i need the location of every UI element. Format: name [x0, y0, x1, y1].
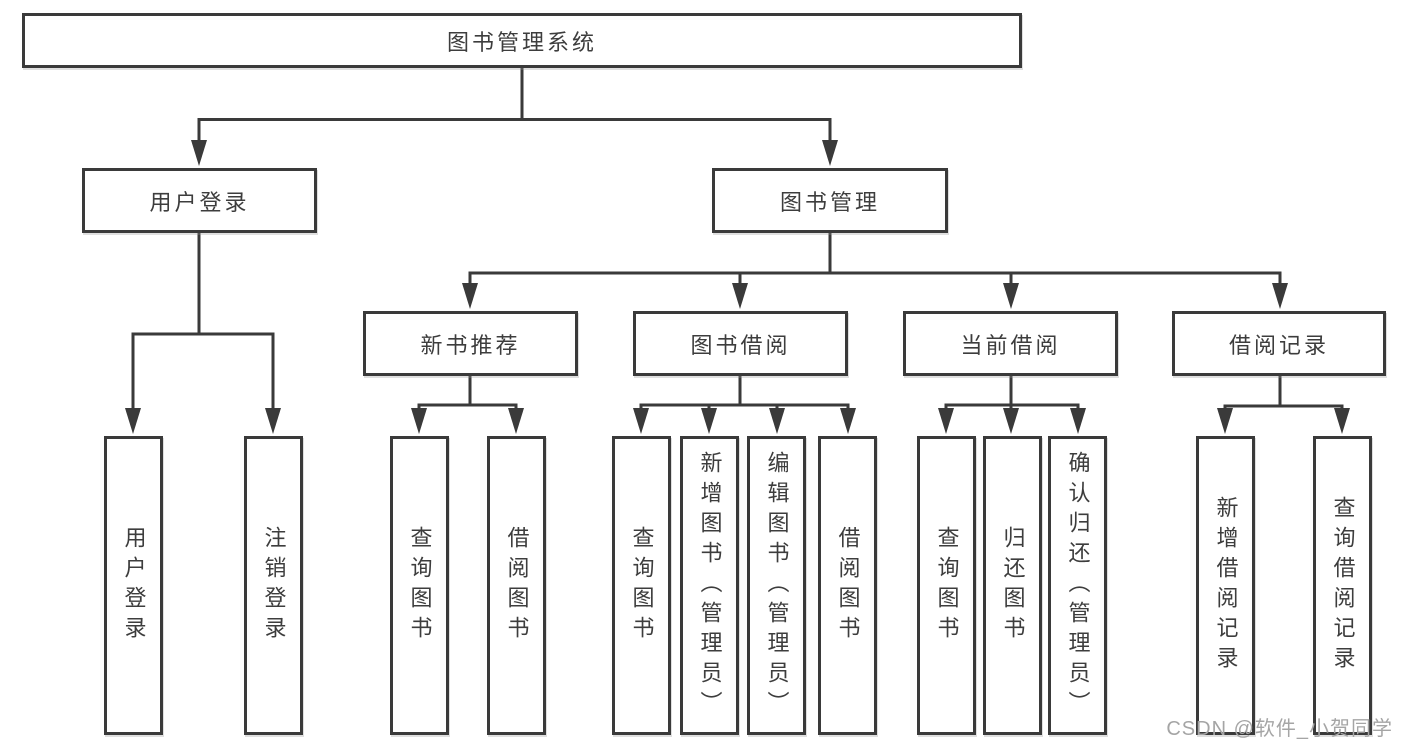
node-book-management-label: 图书管理: [779, 189, 880, 215]
csdn-watermark: CSDN @软件_小贺同学: [1166, 718, 1393, 740]
leaf-user-login: 用户登录: [104, 436, 163, 735]
leaf-current-query-books: 查询图书: [917, 436, 976, 735]
leaf-current-confirm-return-admin-label: 确认归还（管理员）: [1065, 450, 1091, 721]
leaf-current-return-books: 归还图书: [983, 436, 1042, 735]
leaf-recommend-borrow-books: 借阅图书: [487, 436, 546, 735]
leaf-borrow-add-books-admin-label: 新增图书（管理员）: [697, 450, 723, 721]
leaf-borrow-query-books-label: 查询图书: [629, 525, 655, 646]
node-book-borrow: 图书借阅: [633, 311, 848, 376]
node-book-borrow-label: 图书借阅: [690, 332, 791, 358]
node-root-label: 图书管理系统: [446, 29, 597, 55]
node-current-borrow-label: 当前借阅: [960, 332, 1061, 358]
leaf-logout-label: 注销登录: [261, 525, 287, 646]
node-user-login-label: 用户登录: [149, 189, 250, 215]
leaf-borrow-edit-books-admin: 编辑图书（管理员）: [747, 436, 806, 735]
leaf-recommend-query-books: 查询图书: [390, 436, 449, 735]
leaf-current-confirm-return-admin: 确认归还（管理员）: [1048, 436, 1107, 735]
node-borrow-records: 借阅记录: [1172, 311, 1386, 376]
leaf-current-return-books-label: 归还图书: [1000, 525, 1026, 646]
leaf-borrow-edit-books-admin-label: 编辑图书（管理员）: [764, 450, 790, 721]
node-root: 图书管理系统: [22, 13, 1022, 68]
node-borrow-records-label: 借阅记录: [1228, 332, 1329, 358]
leaf-user-login-label: 用户登录: [121, 525, 147, 646]
node-current-borrow: 当前借阅: [903, 311, 1118, 376]
leaf-logout: 注销登录: [244, 436, 303, 735]
leaf-records-query-record: 查询借阅记录: [1313, 436, 1372, 735]
leaf-recommend-query-books-label: 查询图书: [407, 525, 433, 646]
leaf-borrow-query-books: 查询图书: [612, 436, 671, 735]
leaf-current-query-books-label: 查询图书: [934, 525, 960, 646]
leaf-borrow-add-books-admin: 新增图书（管理员）: [680, 436, 739, 735]
leaf-records-add-record: 新增借阅记录: [1196, 436, 1255, 735]
node-user-login: 用户登录: [82, 168, 317, 233]
leaf-records-query-record-label: 查询借阅记录: [1330, 495, 1356, 676]
leaf-recommend-borrow-books-label: 借阅图书: [504, 525, 530, 646]
leaf-borrow-borrow-books-label: 借阅图书: [835, 525, 861, 646]
leaf-borrow-borrow-books: 借阅图书: [818, 436, 877, 735]
node-new-book-recommend: 新书推荐: [363, 311, 578, 376]
node-new-book-recommend-label: 新书推荐: [420, 332, 521, 358]
leaf-records-add-record-label: 新增借阅记录: [1213, 495, 1239, 676]
node-book-management: 图书管理: [712, 168, 948, 233]
